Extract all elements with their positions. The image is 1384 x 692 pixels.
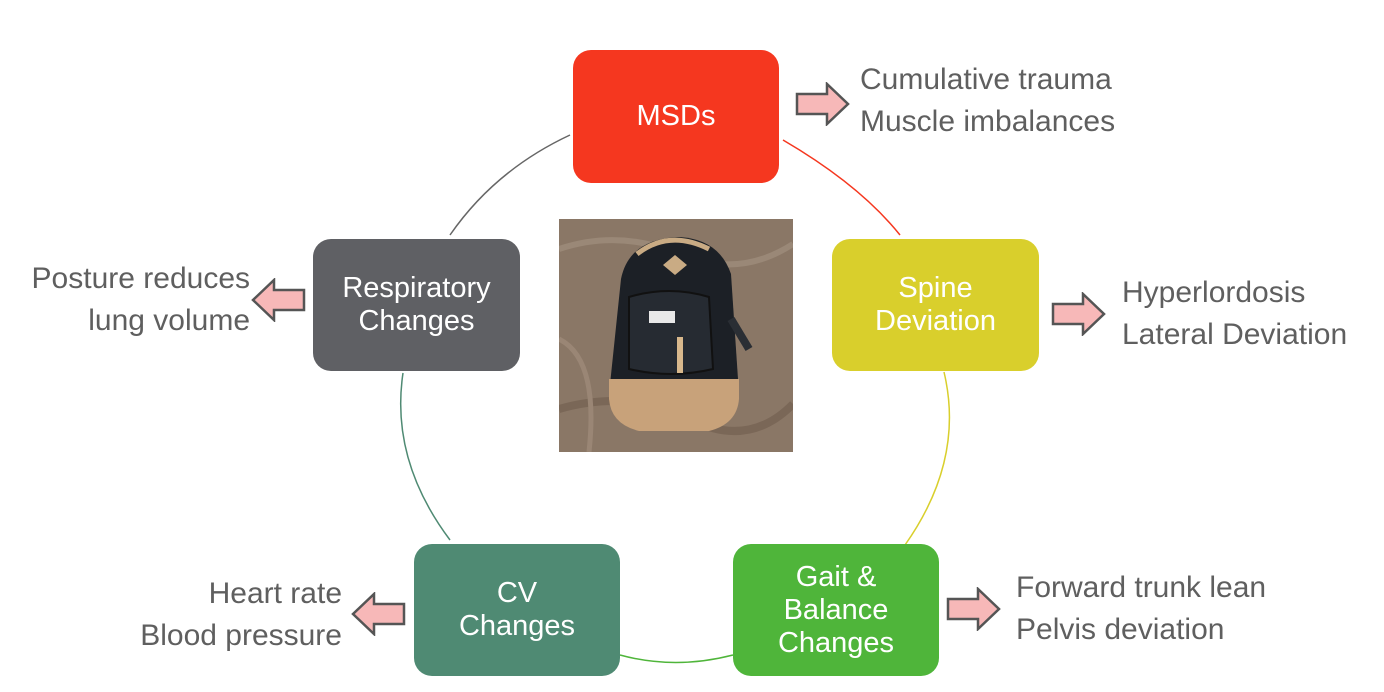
respiratory-effects-text: Posture reduces lung volume xyxy=(31,262,250,337)
respiratory-changes-node[interactable]: Respiratory Changes xyxy=(313,239,520,371)
cv-changes-node[interactable]: CV Changes xyxy=(414,544,620,676)
gait-balance-label: Gait & Balance Changes xyxy=(777,560,895,659)
backpack-photo xyxy=(557,219,796,453)
spine-effects-text: Hyperlordosis Lateral Deviation xyxy=(1122,276,1348,351)
msds-effect-arrow xyxy=(795,82,850,126)
respiratory-effect-arrow xyxy=(251,278,306,322)
cv-effect-arrow xyxy=(351,592,406,636)
cv-changes-label: CV Changes xyxy=(458,577,576,642)
respiratory-changes-label: Respiratory Changes xyxy=(342,272,491,337)
spine-deviation-label: Spine Deviation xyxy=(875,272,996,337)
msds-effects-text: Cumulative trauma Muscle imbalances xyxy=(860,63,1116,138)
ring-segment-respiratory-msds xyxy=(449,134,571,236)
msds-node[interactable]: MSDs xyxy=(573,50,779,183)
spine-effect-arrow xyxy=(1051,292,1106,336)
msds-label: MSDs xyxy=(636,100,716,132)
ring-segment-msds-spine xyxy=(782,139,901,236)
spine-deviation-node[interactable]: Spine Deviation xyxy=(832,239,1039,371)
gait-effect-arrow xyxy=(946,587,1001,631)
cv-effects-text: Heart rate Blood pressure xyxy=(140,577,342,652)
ring-segment-gait-cv xyxy=(619,654,734,664)
gait-effects-text: Forward trunk lean Pelvis deviation xyxy=(1016,571,1267,646)
ring-segment-spine-gait xyxy=(904,371,951,546)
gait-balance-node[interactable]: Gait & Balance Changes xyxy=(733,544,939,676)
ring-segment-cv-respiratory xyxy=(400,372,451,541)
